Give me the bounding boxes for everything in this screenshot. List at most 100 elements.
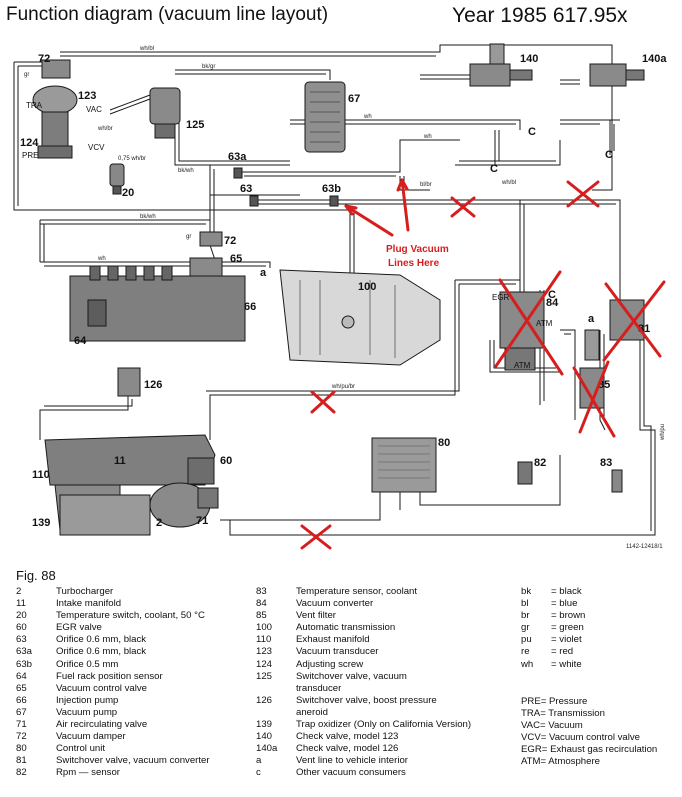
- x-mark-85: [572, 360, 616, 438]
- legend-item-text: Orifice 0.5 mm: [56, 658, 119, 670]
- wire-label-wh-pu-br: wh/pu/br: [331, 384, 355, 390]
- legend-item-text: Other vacuum consumers: [296, 767, 406, 779]
- label-20: 20: [122, 187, 134, 199]
- color-key-item-text: = black: [551, 586, 582, 597]
- label-123: 123: [78, 90, 96, 102]
- abbreviation-item-key: ATM: [521, 756, 541, 768]
- label-c3: C: [605, 149, 613, 161]
- legend-item-text: Vacuum converter: [296, 598, 374, 610]
- legend-item-text: Control unit: [56, 743, 106, 755]
- label-vac: VAC: [86, 105, 102, 114]
- label-72: 72: [38, 53, 50, 65]
- temperature-switch-20: [109, 163, 125, 187]
- legend-item-key: [256, 707, 296, 719]
- legend-item-key: 80: [16, 743, 27, 755]
- switchover-valve-81: [609, 299, 645, 341]
- orifice-63b: [329, 195, 339, 207]
- components: [32, 43, 645, 536]
- label-140a: 140a: [642, 53, 667, 65]
- wire-label-gr: gr: [24, 72, 29, 78]
- label-63b: 63b: [322, 183, 341, 195]
- wire-label-bk-wh-short: bk/wh: [178, 168, 194, 174]
- label-82: 82: [534, 457, 546, 469]
- rpm-sensor-82: [517, 461, 533, 485]
- legend-item-key: 140a: [256, 743, 278, 755]
- label-124: 124: [20, 137, 39, 149]
- label-vcv: VCV: [88, 143, 105, 152]
- fuel-rack-sensor-64: [87, 299, 107, 327]
- check-valve-140: [469, 63, 511, 87]
- legend-item-key: 67: [16, 706, 27, 718]
- trap-oxidizer-139: [59, 494, 151, 536]
- wire-label-orifice-note: 0,75 wh/br: [118, 156, 146, 162]
- legend-item-text: Check valve, model 123: [296, 731, 399, 743]
- egr-valve-60: [187, 457, 215, 485]
- year-label: Year 1985 617.95x: [452, 4, 628, 27]
- orifice-63: [249, 195, 259, 207]
- color-key-item: bl= blue: [521, 598, 585, 610]
- control-unit-80: [371, 437, 437, 493]
- x-mark-4: [300, 524, 332, 550]
- color-key-item: br= brown: [521, 610, 585, 622]
- legend-item-text: Temperature switch, coolant, 50 °C: [56, 610, 205, 622]
- label-63: 63: [240, 183, 252, 195]
- legend-item: 140a Check valve, model 126: [256, 743, 471, 755]
- abbreviation-item-key: EGR: [521, 744, 542, 756]
- label-71: 71: [196, 515, 208, 527]
- label-c1: C: [528, 126, 536, 138]
- legend-item-text: Vent line to vehicle interior: [296, 755, 408, 767]
- label-140: 140: [520, 53, 538, 65]
- label-atm1: ATM: [536, 319, 553, 328]
- legend-item-text: Injection pump: [56, 694, 119, 706]
- label-100: 100: [358, 281, 376, 293]
- legend-item-key: 110: [256, 634, 272, 646]
- legend-item-text: Check valve, model 126: [296, 743, 399, 755]
- abbreviation-item: TRA= Transmission: [521, 708, 657, 720]
- legend-item-key: 2: [16, 586, 22, 597]
- abbreviation-item: EGR= Exhaust gas recirculation: [521, 744, 657, 756]
- label-110: 110: [32, 469, 50, 481]
- diagram-title: Function diagram (vacuum line layout): [6, 4, 329, 25]
- legend-item-text: Switchover valve, vacuum converter: [56, 755, 210, 767]
- switchover-valve-126: [117, 367, 141, 397]
- plug-arrow-left: [344, 204, 394, 237]
- legend-item-text: Orifice 0.6 mm, black: [56, 634, 147, 646]
- label-tra: TRA: [26, 101, 43, 110]
- color-key-item: re= red: [521, 646, 585, 658]
- figure-number: Fig. 88: [16, 568, 56, 583]
- color-key-item: bk= black: [521, 586, 585, 598]
- x-mark-2: [566, 180, 600, 208]
- legend-item-key: 63b: [16, 658, 33, 670]
- legend-item-text: Switchover valve, boost pressure: [296, 694, 437, 706]
- abbreviation-item-key: VCV: [521, 732, 541, 744]
- color-key-item-text: = white: [551, 658, 582, 670]
- figure-code: 1142-12418/1: [626, 544, 663, 550]
- abbreviation-item: ATM= Atmosphere: [521, 756, 657, 768]
- color-key-item-key: br: [521, 610, 530, 622]
- legend-item-text: Vacuum pump: [56, 706, 118, 718]
- wire-labels: wh/bl gr bk/gr wh wh/br 0,75 wh/br bk/wh…: [24, 46, 666, 441]
- legend-item-key: [256, 683, 296, 695]
- label-egr: EGR: [492, 293, 510, 302]
- legend-item-text: Vacuum control valve: [56, 682, 148, 694]
- legend-item-key: c: [256, 767, 261, 779]
- vent-filter-85: [579, 367, 605, 409]
- label-126: 126: [144, 379, 162, 391]
- color-key-item-key: pu: [521, 634, 532, 646]
- label-139: 139: [32, 517, 50, 529]
